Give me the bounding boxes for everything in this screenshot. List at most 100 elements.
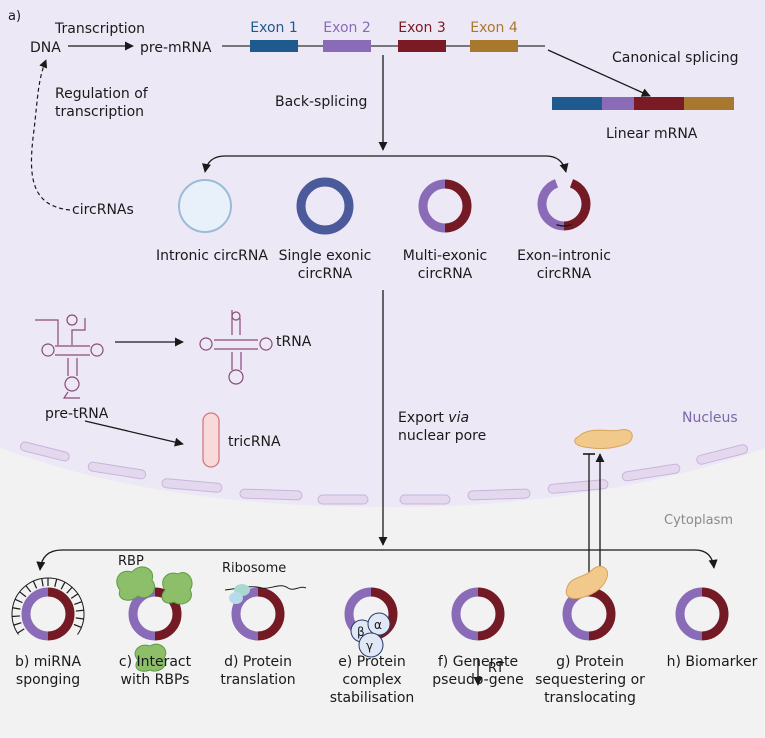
pre-mrna-label: pre-mRNA	[140, 40, 212, 56]
function-label-4-line1: e) Protein	[338, 654, 406, 670]
function-circrna-1	[21, 587, 75, 641]
circrna-type-labels: Intronic circRNA Single exonic circRNA Mult…	[156, 248, 611, 282]
circ-type-label-2-line1: Single exonic	[279, 248, 372, 264]
function-label-4-line3: stabilisation	[330, 690, 415, 706]
mirna-tick	[19, 591, 27, 598]
mirna-tick	[12, 607, 21, 610]
function-label-1-line1: b) miRNA	[15, 654, 82, 670]
cytoplasm-label: Cytoplasm	[664, 513, 733, 528]
mirna-outline	[11, 577, 85, 635]
export-label-line2: nuclear pore	[398, 428, 486, 444]
function-label-2-line1: c) Interact	[119, 654, 192, 670]
function-label-1-line2: sponging	[16, 672, 80, 688]
function-label-2-line2: with RBPs	[121, 672, 190, 688]
exon-intronic-circrna	[537, 179, 591, 231]
gamma-label: γ	[366, 639, 373, 653]
panel-label: a)	[8, 9, 21, 24]
mirna-tick	[60, 581, 66, 590]
alpha-label: α	[374, 618, 382, 632]
tricrna-shape	[202, 412, 220, 468]
nuclear-envelope	[19, 441, 748, 505]
mirna-tick	[74, 601, 83, 605]
exon-block-2	[323, 40, 371, 52]
circ-type-label-1-line1: Intronic circRNA	[156, 248, 268, 264]
function-label-3-line2: translation	[220, 672, 295, 688]
canonical-splicing-arrow	[547, 49, 651, 97]
mirna-tick	[14, 598, 23, 604]
multi-exonic-ring	[418, 179, 472, 233]
linear-mrna-segment-2	[602, 97, 634, 110]
linear-mrna-segment-3	[634, 97, 684, 110]
circrnas-label: circRNAs	[72, 202, 134, 218]
export-label-line1: Export via	[398, 410, 469, 426]
function-label-4-line2: complex	[342, 672, 401, 688]
mirna-tick	[12, 615, 21, 618]
mirna-tick	[75, 617, 84, 620]
distribution-bracket	[202, 155, 569, 173]
exon-label-4: Exon 4	[470, 20, 518, 36]
function-labels: b) miRNA sponging c) Interact with RBPs d) P…	[15, 654, 758, 706]
function-circrna-3	[231, 587, 285, 641]
function-label-3-line1: d) Protein	[224, 654, 292, 670]
linear-mrna-segment-1	[552, 97, 602, 110]
canonical-splicing-label: Canonical splicing	[612, 50, 738, 66]
exon-intronic-ring	[537, 179, 591, 231]
mirna-tick	[25, 585, 32, 593]
function-label-5-line1: f) Generate	[438, 654, 518, 670]
exon-label-3: Exon 3	[398, 20, 446, 36]
mirna-tick	[73, 623, 82, 629]
cytoplasm-distribution-bracket	[36, 549, 718, 571]
mirna-tick	[13, 622, 22, 626]
pre-trna-structure	[35, 314, 104, 399]
exon-block-3	[398, 40, 446, 52]
exon-label-1: Exon 1	[250, 20, 298, 36]
trna-label: tRNA	[276, 334, 312, 350]
function-circrna-5	[451, 587, 505, 641]
nucleus-label: Nucleus	[682, 410, 738, 426]
dna-label: DNA	[30, 40, 61, 56]
linear-mrna-segment-4	[684, 97, 734, 110]
mirna-tick	[32, 580, 38, 589]
mirna-tick	[75, 609, 84, 612]
function-label-7-line1: h) Biomarker	[667, 654, 758, 670]
rbp-proteins	[116, 566, 193, 672]
sequestered-protein	[565, 565, 608, 599]
mirna-tick	[41, 578, 44, 587]
mirna-tick	[17, 628, 25, 634]
function-label-6-line3: translocating	[544, 690, 636, 706]
ribosome-icon	[224, 584, 307, 604]
tricrna-label: tricRNA	[228, 434, 281, 450]
function-circrna-7	[675, 587, 729, 641]
intronic-circrna	[178, 179, 232, 233]
mirna-binding-ticks	[11, 577, 85, 635]
beta-label: β	[357, 625, 365, 639]
circ-type-label-4-line2: circRNA	[537, 266, 592, 282]
function-label-6-line1: g) Protein	[556, 654, 624, 670]
regulation-feedback-arrow	[30, 59, 71, 211]
nucleus-background	[0, 0, 765, 507]
circ-type-label-3-line1: Multi-exonic	[403, 248, 488, 264]
trna-structure	[199, 310, 273, 385]
regulation-label-line2: transcription	[55, 104, 144, 120]
circ-type-label-3-line2: circRNA	[418, 266, 473, 282]
regulation-label-line1: Regulation of	[55, 86, 149, 102]
ribosome-label: Ribosome	[222, 561, 286, 576]
transcription-label: Transcription	[54, 21, 145, 37]
back-splicing-label: Back-splicing	[275, 94, 367, 110]
multi-exonic-circrna	[418, 179, 472, 233]
mirna-tick	[70, 593, 79, 599]
rt-label: RT	[488, 661, 504, 676]
function-label-6-line2: sequestering or	[535, 672, 645, 688]
nuclear-protein	[574, 429, 633, 450]
exon-block-1	[250, 40, 298, 52]
circ-type-label-2-line2: circRNA	[298, 266, 353, 282]
protein-complex	[350, 612, 391, 658]
pre-trna-to-tricrna-arrow	[84, 420, 184, 447]
pre-trna-label: pre-tRNA	[45, 406, 109, 422]
function-label-5-line2: pseudo-gene	[432, 672, 523, 688]
rbp-label: RBP	[118, 554, 144, 569]
circ-type-label-4-line1: Exon–intronic	[517, 248, 611, 264]
linear-mrna-bar	[552, 97, 734, 110]
